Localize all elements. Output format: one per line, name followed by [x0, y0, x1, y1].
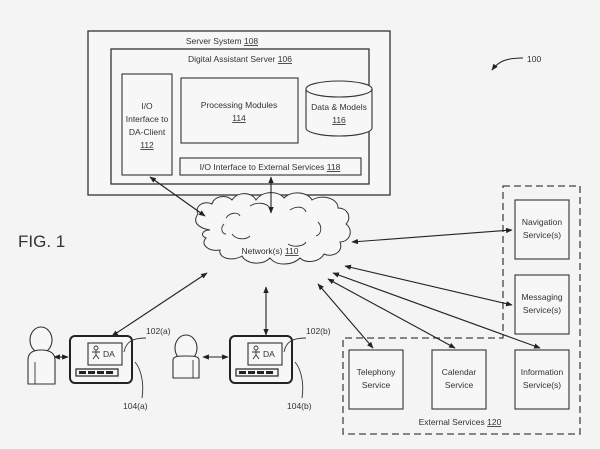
- io-interface-da-client: I/O Interface to DA-Client 112: [121, 73, 173, 176]
- device-a-ref: 102(a): [146, 326, 171, 336]
- arrow-network-telephony: [317, 283, 374, 349]
- external-services-label: External Services 120: [419, 417, 502, 427]
- device-b-ref: 102(b): [306, 326, 331, 336]
- network-cloud-icon: Network(s) 110: [195, 192, 351, 265]
- svg-text:Telephony: Telephony: [357, 367, 397, 377]
- svg-text:Data & Models: Data & Models: [311, 102, 367, 112]
- svg-text:DA: DA: [103, 349, 115, 359]
- svg-text:I/O: I/O: [141, 101, 153, 111]
- server-system-label: Server System 108: [186, 36, 259, 46]
- io-interface-external-services: I/O Interface to External Services 118: [179, 157, 362, 176]
- person-icon: [252, 345, 260, 360]
- user-a-ref: 104(a): [123, 401, 148, 411]
- svg-text:Navigation: Navigation: [522, 217, 562, 227]
- device-b-icon: DA: [229, 335, 293, 384]
- figure-reference: 100: [491, 54, 541, 71]
- svg-text:Messaging: Messaging: [521, 292, 562, 302]
- connection-arrows: [53, 176, 541, 360]
- svg-text:Service(s): Service(s): [523, 230, 561, 240]
- calendar-service: Calendar Service: [431, 349, 487, 410]
- arrow-client-interface-network: [149, 176, 206, 217]
- navigation-service: Navigation Service(s): [514, 199, 570, 260]
- svg-text:112: 112: [140, 140, 154, 150]
- figure-title: FIG. 1: [18, 232, 65, 251]
- arrow-network-client-a: [111, 272, 208, 337]
- processing-modules: Processing Modules 114: [180, 77, 299, 144]
- client-b: DA 102(b) 104(b): [172, 326, 331, 411]
- svg-text:Service(s): Service(s): [523, 305, 561, 315]
- telephony-service: Telephony Service: [348, 349, 404, 410]
- svg-text:Calendar: Calendar: [442, 367, 477, 377]
- io-interface-external-label: I/O Interface to External Services 118: [200, 162, 341, 172]
- digital-assistant-server: Digital Assistant Server 106 I/O Interfa…: [110, 48, 373, 185]
- client-a: DA 102(a) 104(a): [27, 326, 171, 411]
- user-a-icon: [27, 326, 56, 385]
- user-b-ref: 104(b): [287, 401, 312, 411]
- svg-text:Information: Information: [521, 367, 564, 377]
- arrow-network-messaging: [344, 264, 513, 307]
- svg-text:114: 114: [232, 113, 246, 123]
- person-icon: [92, 345, 100, 360]
- network-label: Network(s) 110: [241, 246, 298, 256]
- messaging-service: Messaging Service(s): [514, 274, 570, 335]
- svg-text:116: 116: [332, 115, 346, 125]
- svg-text:DA-Client: DA-Client: [129, 127, 166, 137]
- svg-text:DA: DA: [263, 349, 275, 359]
- arrow-network-navigation: [351, 227, 513, 245]
- digital-assistant-server-label: Digital Assistant Server 106: [188, 54, 292, 64]
- svg-text:Service(s): Service(s): [523, 380, 561, 390]
- svg-text:Service: Service: [362, 380, 391, 390]
- svg-text:Interface to: Interface to: [126, 114, 169, 124]
- device-a-icon: DA: [69, 335, 133, 384]
- user-b-icon: [172, 334, 200, 379]
- svg-text:Processing Modules: Processing Modules: [201, 100, 278, 110]
- svg-text:Service: Service: [445, 380, 474, 390]
- data-models-database-icon: Data & Models 116: [305, 80, 373, 137]
- figure-reference-label: 100: [527, 54, 541, 64]
- information-service: Information Service(s): [514, 349, 570, 410]
- server-system: Server System 108 Digital Assistant Serv…: [87, 30, 391, 196]
